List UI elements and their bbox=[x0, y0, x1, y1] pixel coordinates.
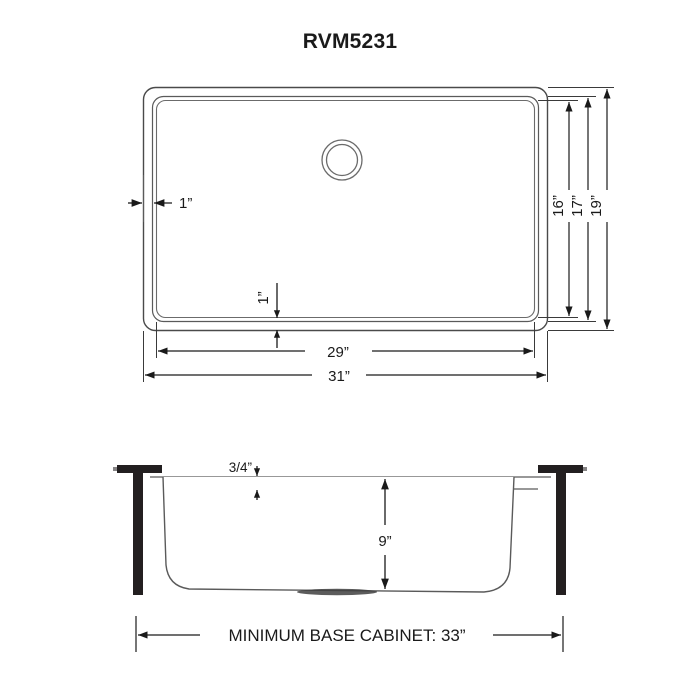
dim-label-inner-depth: 16” bbox=[550, 195, 567, 217]
dim-label-outer-depth: 19” bbox=[588, 195, 605, 217]
dim-label-basin-depth: 9” bbox=[378, 533, 391, 550]
section-view-group: 3/4” 9” MINIMUM BASE CABINET: 33” bbox=[113, 460, 587, 652]
dim-inner-depth: 16” bbox=[550, 102, 573, 316]
dim-label-mid-depth: 17” bbox=[569, 195, 586, 217]
page-title: RVM5231 bbox=[302, 30, 398, 53]
dim-label-rim-left: 1” bbox=[179, 195, 192, 212]
countertop-right-shadow bbox=[538, 467, 587, 471]
dim-label-rim-bottom: 1” bbox=[255, 291, 272, 304]
cabinet-wall-left bbox=[133, 473, 143, 595]
dim-label-outer-width: 31” bbox=[328, 368, 350, 385]
dim-label-base-cabinet: MINIMUM BASE CABINET: 33” bbox=[228, 626, 465, 645]
dim-label-rim-thickness: 3/4” bbox=[229, 460, 252, 475]
cabinet-wall-right bbox=[556, 473, 566, 595]
countertop-left-shadow bbox=[113, 467, 162, 471]
dim-outer-depth: 19” bbox=[588, 89, 611, 329]
dim-basin-depth: 9” bbox=[378, 479, 392, 589]
drain-opening bbox=[321, 139, 363, 181]
dim-rim-bottom: 1” bbox=[255, 283, 281, 348]
top-view-group: 1” 1” 29” 31” bbox=[128, 86, 614, 385]
dim-label-inner-width: 29” bbox=[327, 344, 349, 361]
dim-rim-thickness: 3/4” bbox=[229, 460, 261, 500]
sink-basin-edge-inner bbox=[155, 99, 536, 319]
dim-mid-depth: 17” bbox=[569, 98, 592, 320]
dim-inner-width: 29” bbox=[158, 344, 533, 361]
dim-rim-left: 1” bbox=[128, 175, 192, 222]
drain-opening bbox=[297, 588, 377, 596]
dim-base-cabinet: MINIMUM BASE CABINET: 33” bbox=[135, 616, 564, 652]
sink-basin-section bbox=[162, 476, 515, 593]
dim-outer-width: 31” bbox=[145, 368, 546, 385]
